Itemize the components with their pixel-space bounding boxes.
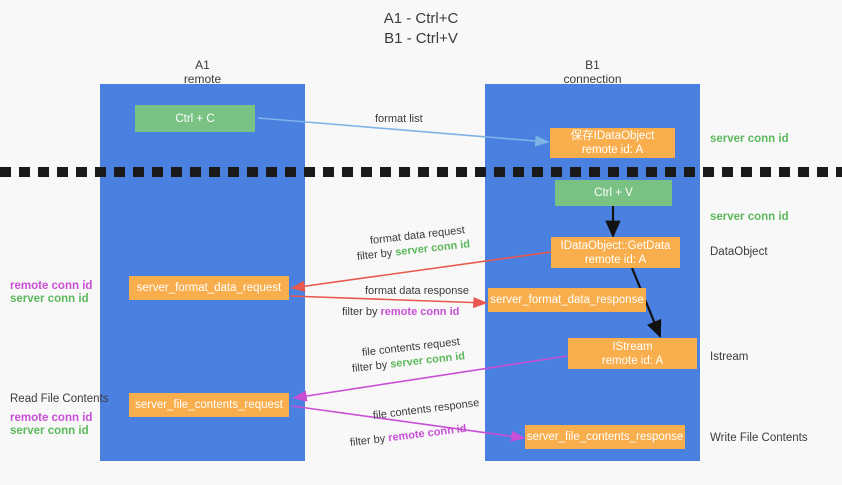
filter-prefix: filter by	[356, 246, 396, 263]
box-istream-label: IStream	[612, 340, 653, 353]
box-save-idataobject-label: 保存IDataObject	[570, 130, 655, 142]
filter-prefix: filter by	[342, 306, 381, 318]
box-server-file-contents-response[interactable]: server_file_contents_response	[525, 425, 685, 449]
box-ctrl-c[interactable]: Ctrl + C	[135, 105, 255, 132]
filter-prefix: filter by	[349, 432, 389, 449]
lane-b1-subtitle: connection	[563, 72, 622, 86]
box-istream[interactable]: IStream remote id: A	[568, 338, 697, 369]
box-server-format-data-response[interactable]: server_format_data_response	[488, 288, 646, 312]
edge-label-format-list: format list	[375, 113, 423, 125]
edge-label-file-contents-response: file contents response	[372, 396, 480, 423]
box-idataobject-getdata-remote-id: remote id: A	[584, 253, 647, 266]
box-ctrl-v[interactable]: Ctrl + V	[555, 180, 672, 206]
edge-label-file-contents-response-filter: filter by remote conn id	[349, 422, 467, 450]
box-idataobject-getdata[interactable]: IDataObject::GetData remote id: A	[551, 237, 680, 268]
left-label-read-file-contents: Read File Contents	[10, 393, 109, 405]
title-line-2: B1 - Ctrl+V	[384, 30, 458, 47]
right-label-dataobject: DataObject	[710, 246, 768, 258]
left-label-remote-conn-id-2: remote conn id	[10, 412, 93, 424]
box-server-file-contents-request-label: server_file_contents_request	[135, 399, 283, 411]
box-server-format-data-request[interactable]: server_format_data_request	[129, 276, 289, 300]
edge-label-format-data-response-filter: filter by remote conn id	[342, 305, 459, 319]
edge-label-file-contents-response-text: file contents response	[372, 397, 480, 422]
box-idataobject-getdata-label: IDataObject::GetData	[560, 239, 671, 252]
dashed-divider	[0, 167, 842, 177]
filter-value-remote-conn-id: remote conn id	[380, 306, 460, 318]
box-server-format-data-request-label: server_format_data_request	[136, 282, 282, 294]
lane-b1-title: B1	[585, 58, 600, 72]
box-save-idataobject-remote-id: remote id: A	[581, 144, 644, 156]
right-label-server-conn-id-mid: server conn id	[710, 211, 789, 223]
filter-prefix: filter by	[351, 358, 391, 375]
lane-a1-title: A1	[195, 58, 210, 72]
edge-label-format-data-response: format data response	[365, 285, 469, 297]
lane-header-b1: B1 connection	[485, 58, 700, 86]
right-label-write-file-contents: Write File Contents	[710, 432, 808, 444]
box-istream-remote-id: remote id: A	[601, 354, 664, 367]
right-label-server-conn-id-top: server conn id	[710, 133, 789, 145]
diagram-title: A1 - Ctrl+C B1 - Ctrl+V	[0, 9, 842, 49]
box-server-format-data-response-label: server_format_data_response	[490, 294, 644, 306]
left-label-server-conn-id-2: server conn id	[10, 425, 89, 437]
box-server-file-contents-request[interactable]: server_file_contents_request	[129, 393, 289, 417]
box-save-idataobject[interactable]: 保存IDataObject remote id: A	[550, 128, 675, 158]
lane-a1-subtitle: remote	[183, 72, 222, 86]
filter-value-remote-conn-id: remote conn id	[387, 422, 468, 445]
lane-header-a1: A1 remote	[100, 58, 305, 86]
title-line-1: A1 - Ctrl+C	[383, 10, 459, 27]
left-label-server-conn-id-1: server conn id	[10, 293, 89, 305]
left-label-remote-conn-id-1: remote conn id	[10, 280, 93, 292]
box-ctrl-v-label: Ctrl + V	[594, 187, 633, 199]
box-server-file-contents-response-label: server_file_contents_response	[526, 431, 684, 443]
right-label-istream: Istream	[710, 351, 749, 363]
box-ctrl-c-label: Ctrl + C	[175, 112, 215, 125]
